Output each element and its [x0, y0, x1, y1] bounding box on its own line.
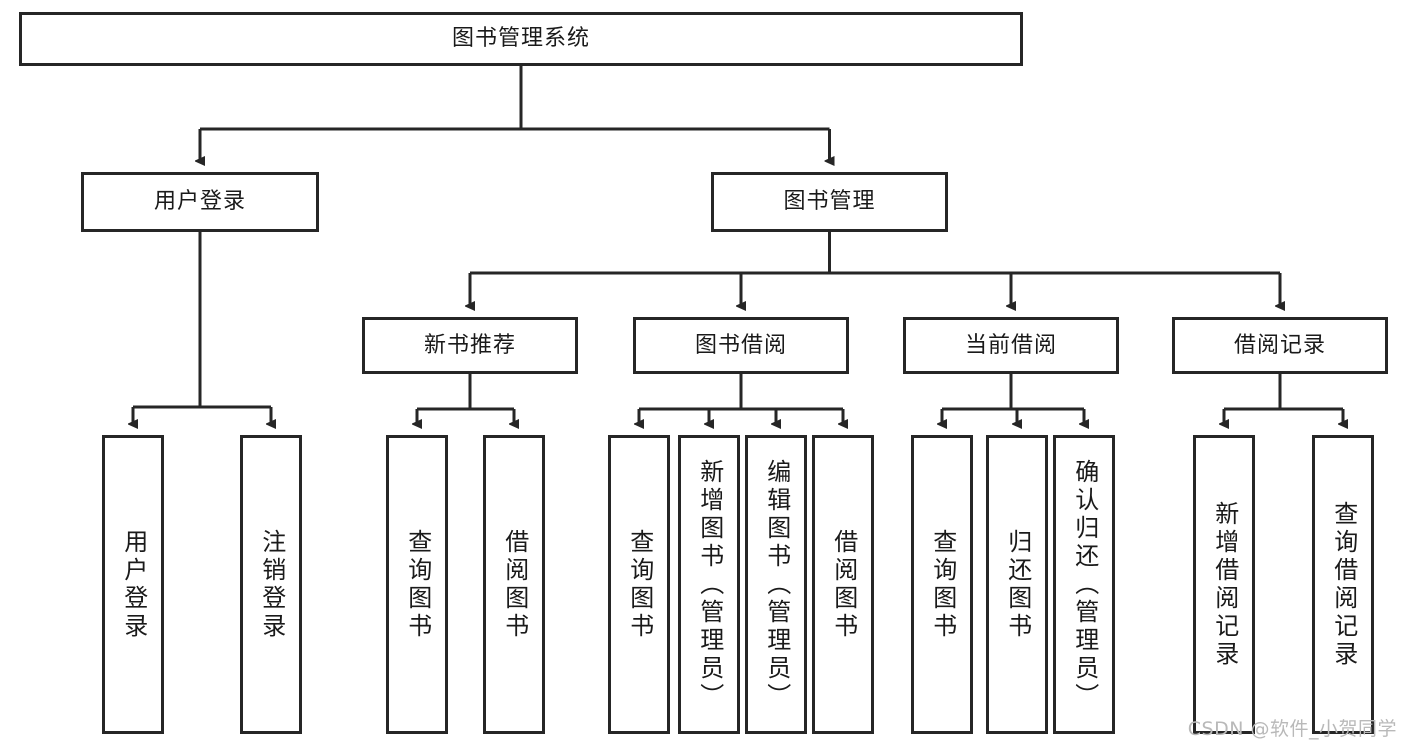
node-book-manage[interactable]: 图书管理	[711, 172, 948, 232]
node-label: 用户登录	[153, 189, 246, 215]
node-leaf-query-record[interactable]: 查询借阅记录	[1312, 435, 1374, 734]
node-label: 借阅记录	[1233, 332, 1326, 358]
node-leaf-add-record[interactable]: 新增借阅记录	[1193, 435, 1255, 734]
node-label: 借阅图书	[829, 528, 858, 641]
node-leaf-query-book-1[interactable]: 查询图书	[386, 435, 448, 734]
node-label: 图书管理系统	[451, 26, 590, 52]
node-leaf-query-book-2[interactable]: 查询图书	[608, 435, 670, 734]
node-label: 查询图书	[928, 528, 957, 641]
node-label: 图书借阅	[694, 332, 787, 358]
node-label: 用户登录	[119, 528, 148, 641]
node-label: 归还图书	[1003, 528, 1032, 641]
node-user-login[interactable]: 用户登录	[81, 172, 319, 232]
node-label: 查询图书	[625, 528, 654, 641]
node-leaf-confirm-return[interactable]: 确认归还（管理员）	[1053, 435, 1115, 734]
node-leaf-add-book[interactable]: 新增图书（管理员）	[678, 435, 740, 734]
node-label: 确认归还（管理员）	[1070, 458, 1099, 711]
node-borrow-record[interactable]: 借阅记录	[1172, 317, 1388, 374]
node-label: 查询图书	[403, 528, 432, 641]
node-label: 当前借阅	[964, 332, 1057, 358]
node-current-borrow[interactable]: 当前借阅	[903, 317, 1119, 374]
node-leaf-edit-book[interactable]: 编辑图书（管理员）	[745, 435, 807, 734]
node-leaf-logout[interactable]: 注销登录	[240, 435, 302, 734]
node-leaf-borrow-book-1[interactable]: 借阅图书	[483, 435, 545, 734]
node-label: 编辑图书（管理员）	[762, 458, 791, 711]
node-label: 新增图书（管理员）	[695, 458, 724, 711]
node-leaf-return-book[interactable]: 归还图书	[986, 435, 1048, 734]
node-leaf-query-book-3[interactable]: 查询图书	[911, 435, 973, 734]
node-label: 借阅图书	[500, 528, 529, 641]
node-leaf-borrow-book-2[interactable]: 借阅图书	[812, 435, 874, 734]
watermark-text: CSDN @软件_小贺同学	[1187, 718, 1397, 740]
node-label: 新书推荐	[423, 332, 516, 358]
node-label: 新增借阅记录	[1210, 500, 1239, 669]
node-leaf-user-login[interactable]: 用户登录	[102, 435, 164, 734]
node-book-borrow[interactable]: 图书借阅	[633, 317, 849, 374]
node-label: 查询借阅记录	[1329, 500, 1358, 669]
node-new-book-recommend[interactable]: 新书推荐	[362, 317, 578, 374]
node-label: 图书管理	[783, 189, 876, 215]
node-root[interactable]: 图书管理系统	[19, 12, 1023, 66]
node-label: 注销登录	[257, 528, 286, 641]
